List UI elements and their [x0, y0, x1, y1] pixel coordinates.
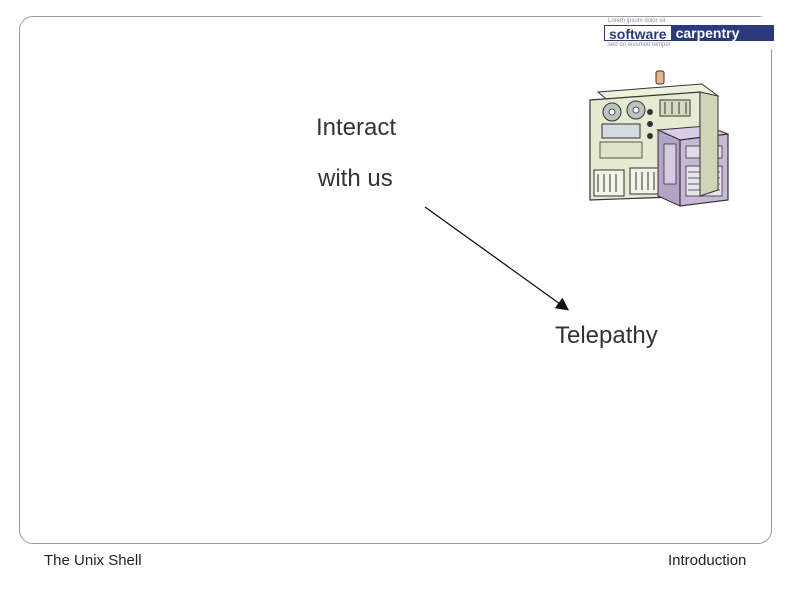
arrow [425, 207, 567, 309]
footer-right: Introduction [668, 552, 746, 569]
footer-left: The Unix Shell [44, 552, 142, 569]
computer-illustration-icon [590, 71, 728, 206]
